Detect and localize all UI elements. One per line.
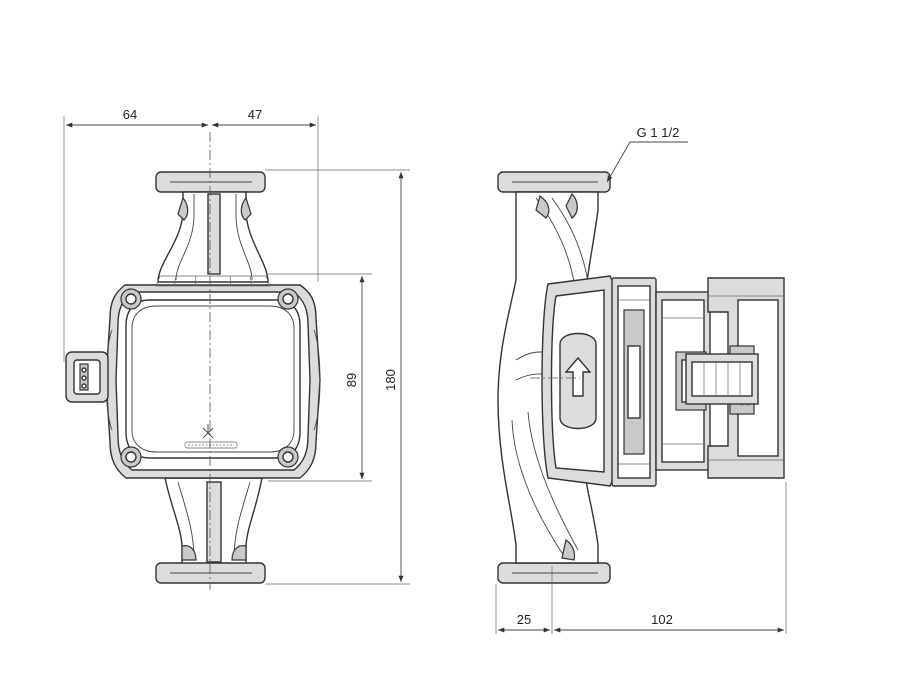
thread-leader bbox=[606, 141, 631, 183]
front-view: 64 47 89 180 bbox=[63, 107, 410, 590]
side-view: G 1 1/2 25 102 bbox=[495, 125, 787, 634]
thread-label: G 1 1/2 bbox=[637, 125, 680, 140]
dim-89-label: 89 bbox=[344, 373, 359, 387]
pump-head-face bbox=[125, 299, 301, 459]
electrical-connector bbox=[65, 351, 109, 403]
dim-64-label: 64 bbox=[123, 107, 137, 122]
dim-25-label: 25 bbox=[517, 612, 531, 627]
screw-boss-bottom-right bbox=[277, 446, 299, 468]
arrow-up-icon bbox=[564, 356, 592, 397]
screw-boss-top-right bbox=[277, 288, 299, 310]
screw-boss-top-left bbox=[120, 288, 142, 310]
dim-180-label: 180 bbox=[383, 369, 398, 391]
screw-boss-bottom-left bbox=[120, 446, 142, 468]
dim-102-label: 102 bbox=[651, 612, 673, 627]
brand-logo-icon bbox=[184, 424, 238, 449]
dim-47-label: 47 bbox=[248, 107, 262, 122]
